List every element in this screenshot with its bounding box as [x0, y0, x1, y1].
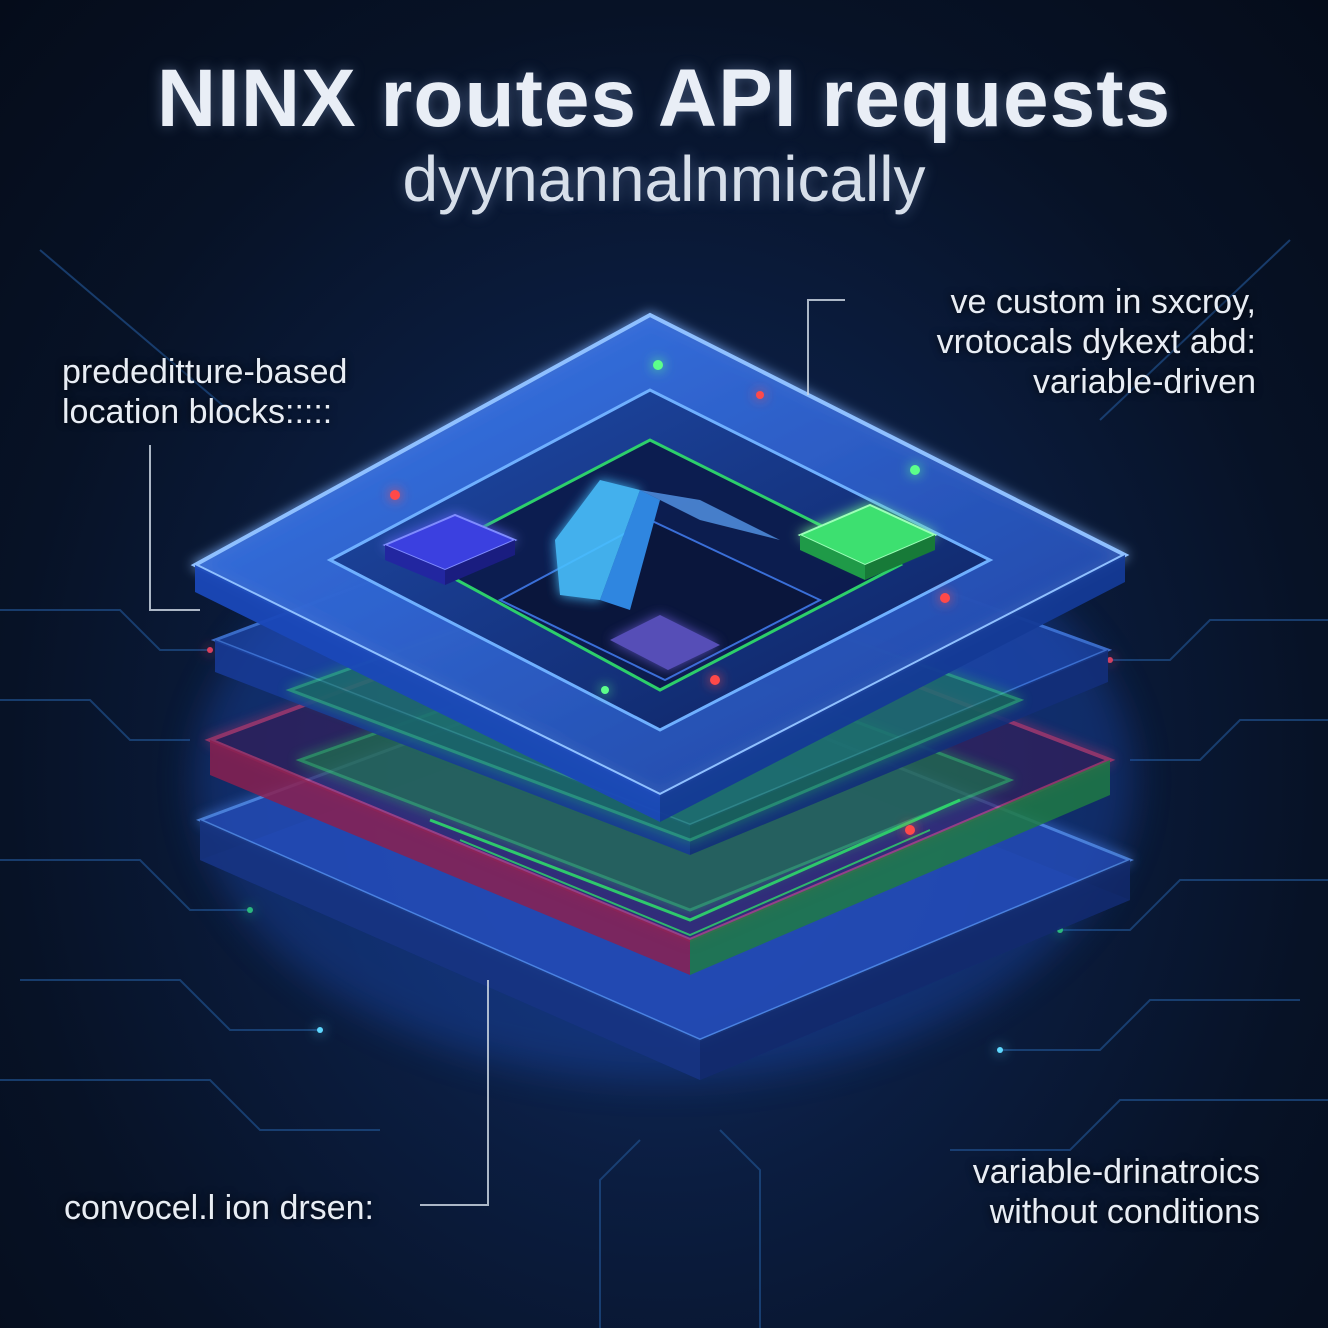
callout-line: ve custom in sxcroy,	[950, 283, 1256, 321]
circuit-traces	[0, 239, 1328, 1328]
callout-top-left: prededitture-based location blocks:::::	[62, 352, 347, 432]
callout-line: convocel.l ion drsen:	[64, 1189, 374, 1227]
page-title: NINX routes API requests	[156, 53, 1172, 144]
callout-line: prededitture-based	[62, 353, 348, 391]
callout-line: vrotocals dykext abd:	[936, 323, 1256, 361]
callout-line: location blocks:::::	[62, 393, 333, 431]
page-subtitle: dyynannalnmically	[402, 143, 926, 215]
callout-lines	[149, 299, 845, 1206]
layer-top-frame	[190, 312, 1130, 822]
callout-line: variable-driven	[1033, 363, 1256, 401]
top-components	[382, 480, 938, 610]
callout-top-right: ve custom in sxcroy, vrotocals dykext ab…	[937, 282, 1256, 402]
callout-bottom-right: variable-drinatroics without conditions	[973, 1152, 1260, 1232]
callout-bottom-left: convocel.l ion drsen:	[64, 1188, 374, 1228]
glow-nodes	[390, 360, 950, 835]
callout-line: variable-drinatroics	[972, 1153, 1260, 1191]
callout-line: without conditions	[989, 1193, 1260, 1231]
